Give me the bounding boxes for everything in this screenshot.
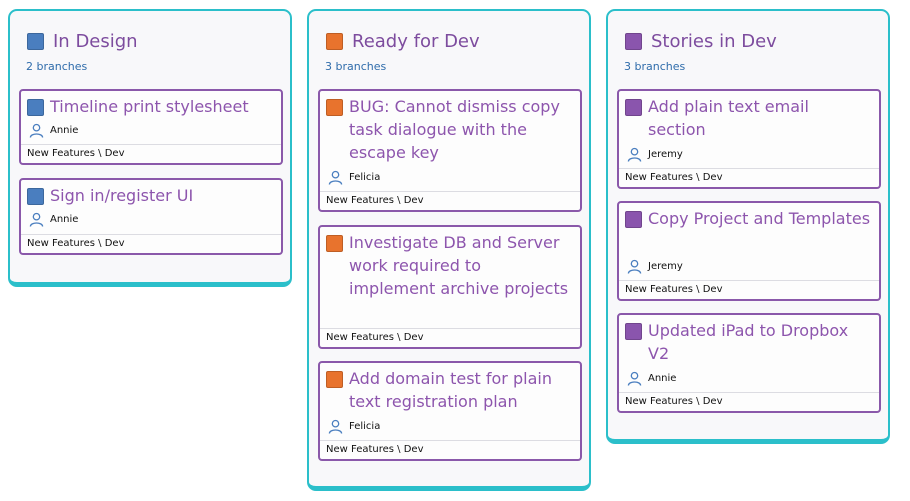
card-title: Sign in/register UI xyxy=(50,186,194,205)
orange-square-icon xyxy=(326,32,343,50)
assignee: Jeremy xyxy=(627,259,683,274)
orange-square-icon xyxy=(326,235,343,252)
assignee: Annie xyxy=(627,371,676,386)
card-title: Timeline print stylesheet xyxy=(50,97,249,116)
column-header: Ready for Dev xyxy=(326,29,579,53)
card[interactable]: Add domain test for plain text registrat… xyxy=(318,361,582,461)
card-title: Updated iPad to Dropbox V2 xyxy=(648,321,849,363)
branch-count[interactable]: 3 branches xyxy=(624,60,686,73)
card[interactable]: Sign in/register UI Annie New Features \… xyxy=(19,178,283,255)
assignee-name: Annie xyxy=(50,125,79,136)
blue-square-icon xyxy=(27,99,44,116)
person-icon xyxy=(627,259,642,274)
card[interactable]: Add plain text email section Jeremy New … xyxy=(617,89,881,189)
area-path: New Features \ Dev xyxy=(320,440,580,459)
column-title: In Design xyxy=(53,30,138,52)
card-title: Copy Project and Templates xyxy=(648,209,871,228)
person-icon xyxy=(29,212,44,227)
assignee: Felicia xyxy=(328,419,380,434)
column-header: In Design xyxy=(27,29,280,53)
blue-square-icon xyxy=(27,32,44,50)
purple-square-icon xyxy=(625,211,642,228)
area-path: New Features \ Dev xyxy=(21,144,281,163)
person-icon xyxy=(328,170,343,185)
assignee: Jeremy xyxy=(627,147,683,162)
card-title: Investigate DB and Server work required … xyxy=(349,233,569,298)
branch-count[interactable]: 2 branches xyxy=(26,60,88,73)
area-path: New Features \ Dev xyxy=(619,168,879,187)
assignee-name: Felicia xyxy=(349,172,381,183)
column-title: Stories in Dev xyxy=(651,30,777,52)
assignee-name: Annie xyxy=(648,373,677,384)
assignee-name: Felicia xyxy=(349,421,381,432)
blue-square-icon xyxy=(27,188,44,205)
column-ready-for-dev: Ready for Dev 3 branches BUG: Cannot dis… xyxy=(307,9,591,491)
person-icon xyxy=(627,371,642,386)
purple-square-icon xyxy=(625,99,642,116)
area-path: New Features \ Dev xyxy=(320,328,580,347)
orange-square-icon xyxy=(326,371,343,388)
card[interactable]: Updated iPad to Dropbox V2 Annie New Fea… xyxy=(617,313,881,413)
assignee: Felicia xyxy=(328,170,380,185)
column-stories-in-dev: Stories in Dev 3 branches Add plain text… xyxy=(606,9,890,444)
column-title: Ready for Dev xyxy=(352,30,480,52)
card[interactable]: Investigate DB and Server work required … xyxy=(318,225,582,349)
area-path: New Features \ Dev xyxy=(320,191,580,210)
orange-square-icon xyxy=(326,99,343,116)
area-path: New Features \ Dev xyxy=(619,392,879,411)
purple-square-icon xyxy=(625,323,642,340)
person-icon xyxy=(627,147,642,162)
assignee-name: Jeremy xyxy=(648,149,683,160)
person-icon xyxy=(29,123,44,138)
person-icon xyxy=(328,419,343,434)
area-path: New Features \ Dev xyxy=(21,234,281,253)
area-path: New Features \ Dev xyxy=(619,280,879,299)
card-title: BUG: Cannot dismiss copy task dialogue w… xyxy=(349,97,560,162)
assignee: Annie xyxy=(29,212,78,227)
card[interactable]: Copy Project and Templates Jeremy New Fe… xyxy=(617,201,881,301)
card-title: Add plain text email section xyxy=(648,97,809,139)
column-in-design: In Design 2 branches Timeline print styl… xyxy=(8,9,292,287)
column-header: Stories in Dev xyxy=(625,29,878,53)
card[interactable]: Timeline print stylesheet Annie New Feat… xyxy=(19,89,283,165)
assignee-name: Annie xyxy=(50,214,79,225)
purple-square-icon xyxy=(625,32,642,50)
card-title: Add domain test for plain text registrat… xyxy=(349,369,552,411)
assignee: Annie xyxy=(29,123,78,138)
branch-count[interactable]: 3 branches xyxy=(325,60,387,73)
assignee-name: Jeremy xyxy=(648,261,683,272)
card[interactable]: BUG: Cannot dismiss copy task dialogue w… xyxy=(318,89,582,212)
